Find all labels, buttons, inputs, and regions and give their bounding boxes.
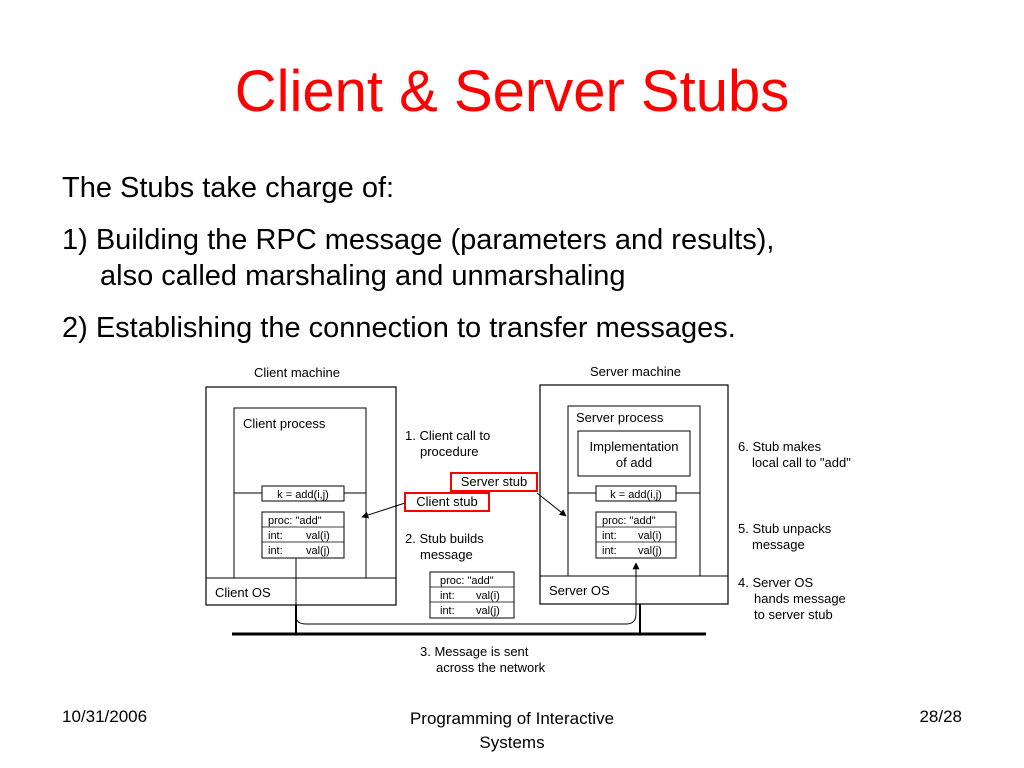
- server-msg-val-i: val(i): [638, 530, 662, 542]
- client-msg-val-i: val(i): [306, 530, 330, 542]
- server-msg-proc: proc: "add": [602, 515, 656, 527]
- step6-line2: local call to "add": [752, 455, 851, 470]
- body-line-point2: 2) Establishing the connection to transf…: [62, 312, 736, 344]
- step2-line2: message: [420, 547, 473, 562]
- client-msg-int-2: int:: [268, 545, 283, 557]
- client-os-label: Client OS: [215, 585, 271, 600]
- server-os-label: Server OS: [549, 583, 610, 598]
- step3-line1: 3. Message is sent: [420, 644, 529, 659]
- server-msg-int-1: int:: [602, 530, 617, 542]
- client-stub-highlight: [404, 492, 490, 512]
- step4-line3: to server stub: [754, 607, 833, 622]
- client-call-text: k = add(i,j): [277, 489, 329, 501]
- server-stub-label: Server stub: [461, 474, 527, 489]
- step1-line1: 1. Client call to: [405, 428, 490, 443]
- slide-title: Client & Server Stubs: [234, 59, 790, 124]
- server-message-table: [595, 511, 677, 559]
- step1-line2: procedure: [420, 444, 479, 459]
- client-call-box: [261, 485, 345, 502]
- footer-course-line1: Programming of Interactive: [409, 709, 615, 728]
- footer-course-line2: Systems: [479, 733, 545, 752]
- server-call-text: k = add(i,j): [610, 489, 662, 501]
- footer-date: 10/31/2006: [62, 707, 148, 726]
- client-machine-label: Client machine: [254, 365, 340, 380]
- step5-line2: message: [752, 537, 805, 552]
- body-line-intro: The Stubs take charge of:: [62, 172, 395, 204]
- net-msg-val-j: val(j): [476, 605, 500, 617]
- client-message-table: [261, 511, 345, 559]
- body-line-point1-cont: also called marshaling and unmarshaling: [100, 260, 626, 292]
- client-msg-proc: proc: "add": [268, 515, 322, 527]
- net-msg-int-1: int:: [440, 590, 455, 602]
- body-line-point1: 1) Building the RPC message (parameters …: [62, 224, 775, 256]
- server-machine-label: Server machine: [590, 364, 681, 379]
- server-machine-box: [539, 384, 729, 605]
- implementation-box: [577, 430, 691, 477]
- client-stub-pointer: [361, 502, 406, 519]
- implementation-line2: of add: [616, 455, 652, 470]
- network-message-table: [429, 571, 515, 619]
- client-msg-int-1: int:: [268, 530, 283, 542]
- step4-line1: 4. Server OS: [738, 575, 813, 590]
- net-msg-proc: proc: "add": [440, 575, 494, 587]
- footer-page-number: 28/28: [919, 707, 962, 726]
- server-msg-val-j: val(j): [638, 545, 662, 557]
- step2-line1: 2. Stub builds: [405, 531, 484, 546]
- server-stub-pointer: [536, 492, 567, 517]
- client-process-label: Client process: [243, 416, 326, 431]
- net-msg-int-2: int:: [440, 605, 455, 617]
- client-msg-val-j: val(j): [306, 545, 330, 557]
- step4-line2: hands message: [754, 591, 846, 606]
- client-stub-label: Client stub: [416, 494, 477, 509]
- client-machine-box: [205, 386, 397, 606]
- server-msg-int-2: int:: [602, 545, 617, 557]
- implementation-line1: Implementation: [590, 439, 679, 454]
- server-stub-highlight: [450, 472, 538, 492]
- step5-line1: 5. Stub unpacks: [738, 521, 832, 536]
- step6-line1: 6. Stub makes: [738, 439, 822, 454]
- server-call-box: [595, 485, 677, 502]
- step3-line2: across the network: [436, 660, 546, 675]
- footer-course: Programming of Interactive Systems: [380, 707, 644, 755]
- server-process-label: Server process: [576, 410, 664, 425]
- net-msg-val-i: val(i): [476, 590, 500, 602]
